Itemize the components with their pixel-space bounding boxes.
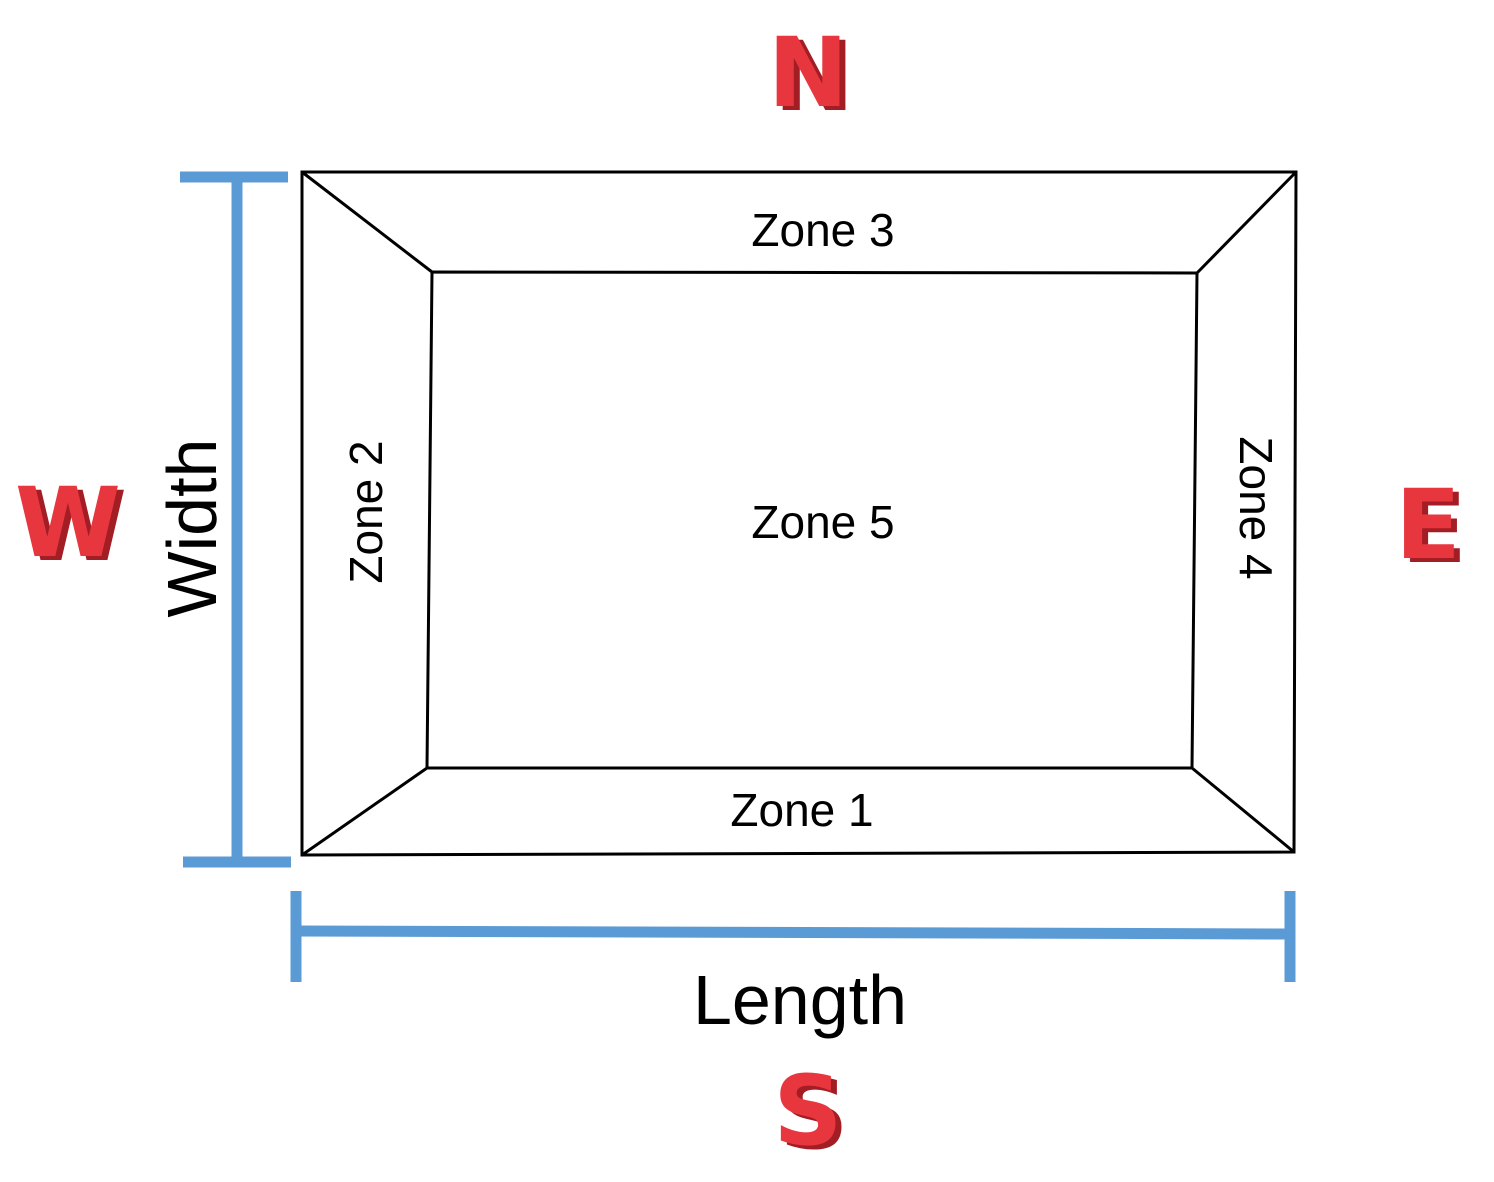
length-line: [295, 925, 1291, 940]
compass-east: E E: [1395, 469, 1467, 585]
diagonal-bottom-right: [1191, 766, 1295, 854]
compass-west: W W: [15, 467, 127, 583]
width-label: Width: [153, 439, 231, 618]
compass-south: S S: [773, 1055, 848, 1171]
diagonal-top-right: [1195, 170, 1298, 275]
south-shadow: S: [779, 1059, 848, 1171]
north-letter: N: [768, 17, 848, 129]
zone-4-label: Zone 4: [1230, 436, 1282, 579]
length-dimension: [290, 891, 1296, 982]
north-shadow: N: [774, 21, 854, 133]
zone-3-label: Zone 3: [751, 204, 894, 256]
width-dimension: [180, 171, 291, 868]
zone-2-label: Zone 2: [340, 440, 392, 583]
east-shadow: E: [1401, 473, 1467, 585]
west-shadow: W: [21, 471, 127, 583]
east-letter: E: [1395, 469, 1461, 581]
diagonal-bottom-left: [301, 766, 428, 857]
west-letter: W: [15, 467, 121, 579]
zone-5-label: Zone 5: [751, 496, 894, 548]
diagonal-top-left: [301, 170, 433, 274]
zone-1-label: Zone 1: [730, 784, 873, 836]
compass-north: N N: [768, 17, 854, 133]
south-letter: S: [773, 1055, 842, 1167]
length-label: Length: [693, 961, 907, 1039]
